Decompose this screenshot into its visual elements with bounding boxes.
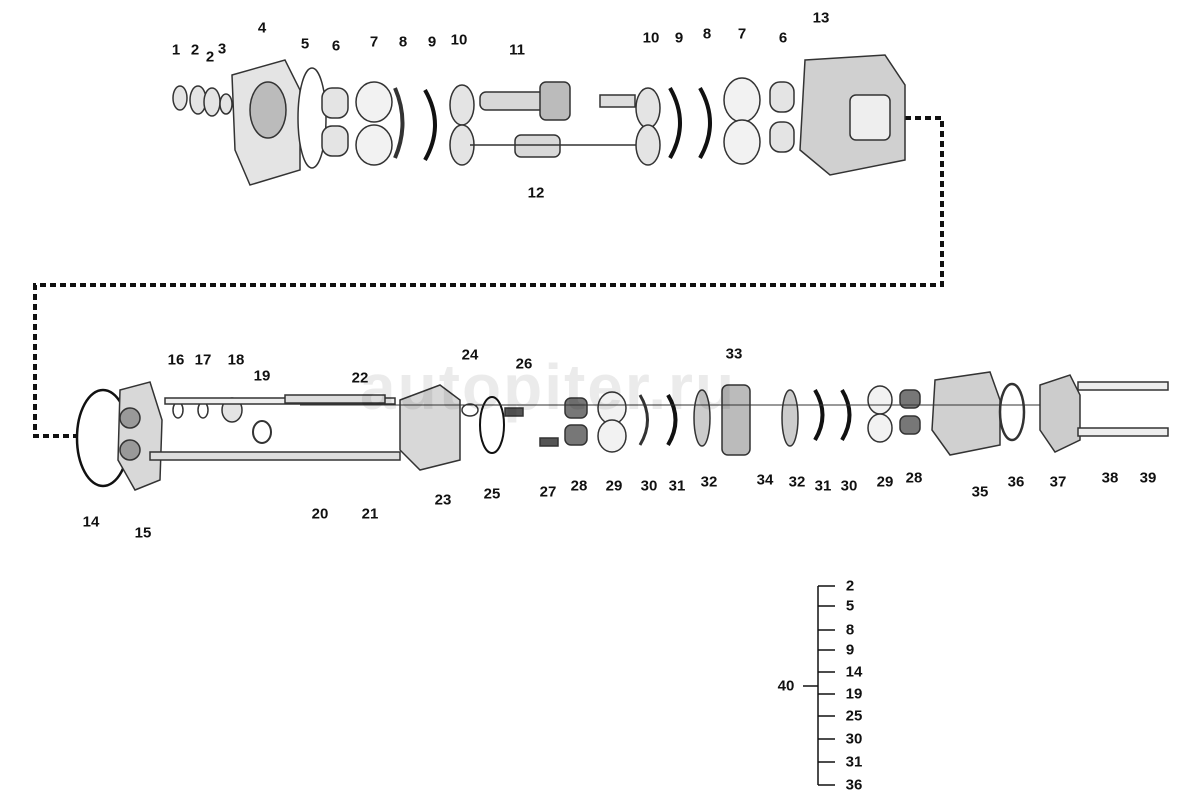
part-label: 7 <box>369 33 379 51</box>
part-label: 23 <box>434 491 452 509</box>
kit-item: 36 <box>845 776 863 794</box>
part-label: 29 <box>876 473 894 491</box>
part-label: 26 <box>515 355 533 373</box>
part-label: 29 <box>605 477 623 495</box>
parts-bottom-row <box>75 371 1169 491</box>
part-label: 13 <box>812 9 830 27</box>
part-label: 21 <box>361 505 379 523</box>
part-label: 30 <box>640 477 658 495</box>
kit-item: 5 <box>845 597 855 615</box>
part-label: 34 <box>756 471 774 489</box>
part-label: 2 <box>205 48 215 66</box>
part-label: 12 <box>527 184 545 202</box>
part-label: 9 <box>427 33 437 51</box>
part-label: 33 <box>725 345 743 363</box>
part-label: 27 <box>539 483 557 501</box>
part-label: 28 <box>570 477 588 495</box>
part-label: 31 <box>668 477 686 495</box>
part-label: 24 <box>461 346 479 364</box>
part-label: 18 <box>227 351 245 369</box>
kit-item: 30 <box>845 730 863 748</box>
kit-item: 19 <box>845 685 863 703</box>
kit-label: 40 <box>777 677 795 695</box>
part-label: 6 <box>778 29 788 47</box>
kit-item: 14 <box>845 663 863 681</box>
part-label: 31 <box>814 477 832 495</box>
part-label: 16 <box>167 351 185 369</box>
part-label: 28 <box>905 469 923 487</box>
kit-item: 25 <box>845 707 863 725</box>
part-label: 38 <box>1101 469 1119 487</box>
part-label: 4 <box>257 19 267 37</box>
connector-dashed-line <box>33 116 944 438</box>
part-label: 14 <box>82 513 100 531</box>
kit-item: 8 <box>845 621 855 639</box>
part-label: 3 <box>217 40 227 58</box>
kit-item: 31 <box>845 753 863 771</box>
part-label: 32 <box>788 473 806 491</box>
part-label: 37 <box>1049 473 1067 491</box>
kit-bracket <box>803 585 835 786</box>
part-label: 6 <box>331 37 341 55</box>
part-label: 8 <box>398 33 408 51</box>
part-label: 9 <box>674 29 684 47</box>
part-label: 35 <box>971 483 989 501</box>
part-label: 11 <box>509 41 525 59</box>
part-label: 7 <box>737 25 747 43</box>
part-label: 2 <box>190 41 200 59</box>
part-label: 30 <box>840 477 858 495</box>
part-label: 36 <box>1007 473 1025 491</box>
kit-item: 2 <box>845 577 855 595</box>
part-label: 8 <box>702 25 712 43</box>
part-label: 5 <box>300 35 310 53</box>
part-label: 39 <box>1139 469 1157 487</box>
parts-top-row <box>172 54 906 186</box>
part-label: 1 <box>171 41 181 59</box>
part-label: 22 <box>351 369 369 387</box>
part-label: 20 <box>311 505 329 523</box>
part-label: 10 <box>642 29 660 47</box>
part-label: 19 <box>253 367 271 385</box>
part-label: 25 <box>483 485 501 503</box>
kit-item: 9 <box>845 641 855 659</box>
part-label: 17 <box>194 351 212 369</box>
part-label: 10 <box>450 31 468 49</box>
watermark: autopiter.ru <box>360 351 737 423</box>
part-label: 15 <box>134 524 152 542</box>
part-label: 32 <box>700 473 718 491</box>
